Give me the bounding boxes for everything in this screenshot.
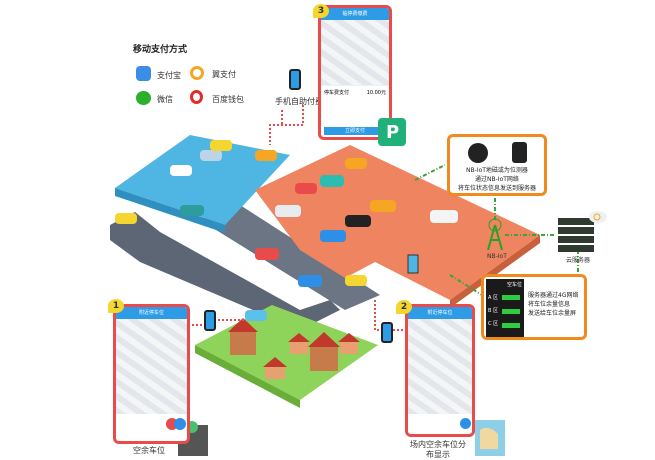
display-screen-icon — [407, 254, 419, 274]
green-dotted-links — [414, 164, 579, 296]
box-text: 服务器通过4G网络 — [528, 292, 579, 299]
phone-vacant-spaces-screen: 附近停车位 — [113, 304, 190, 444]
svg-text:P: P — [386, 122, 399, 143]
self-pay-label: 手机自助付费 — [275, 97, 323, 106]
vacancy-sign: 空车位 A 区 B 区 C 区 — [486, 279, 524, 337]
screen-header: 附近停车位 — [116, 307, 187, 319]
pay-button[interactable]: 立即支付 — [324, 127, 386, 135]
box-text: 将车位余量信息 — [528, 301, 571, 308]
step-badge: 2 — [396, 300, 412, 314]
phone-space-distribution-screen: 附近停车位 — [405, 304, 475, 437]
screen-header: 附近停车位 — [408, 307, 472, 319]
mobile-phone-icon — [204, 310, 216, 331]
mobile-phone-icon — [289, 69, 301, 90]
phone1-caption: 空余车位 — [133, 446, 165, 455]
sensor-detector-icon — [512, 142, 527, 163]
fee-amount: 10.00元 — [366, 90, 386, 96]
box-text: 将车位状态信息发送到服务器 — [457, 185, 536, 192]
geomagnetic-sensor-icon — [468, 143, 488, 163]
box-text: 通过NB-IoT网络 — [475, 176, 519, 183]
bestpay-icon — [190, 66, 204, 80]
cars — [115, 140, 458, 321]
step-badge: 3 — [313, 4, 329, 18]
tower-label: NB-IoT — [487, 253, 507, 260]
box-text: 发送给车位余量屏 — [528, 310, 577, 317]
alipay-icon — [136, 66, 151, 81]
screen-header: 临停费缴费 — [321, 8, 389, 20]
cloud-server-icon — [558, 211, 607, 252]
phone2-caption: 场内空余车位分布显示 — [410, 440, 466, 459]
blue-parking-lot — [115, 135, 290, 225]
parking-app-logo: P — [378, 118, 406, 146]
payment-method-label: 翼支付 — [212, 70, 236, 79]
display-info-box: 空车位 A 区 B 区 C 区 服务器通过4G网络 将车位余量信息 发送给车位余… — [481, 274, 587, 340]
nb-iot-tower-icon — [487, 218, 503, 251]
step-badge: 1 — [108, 299, 124, 313]
phone-payment-screen: 临停费缴费 停车费支付 10.00元 立即支付 — [318, 5, 392, 140]
payment-method-label: 支付宝 — [157, 71, 181, 80]
nbiot-sensor-box: NB-IoT地磁或为位测器 通过NB-IoT网络 将车位状态信息发送到服务器 — [447, 134, 547, 196]
payment-method-label: 百度钱包 — [212, 95, 244, 104]
red-dotted-links — [192, 105, 405, 331]
zone-label: C 区 — [488, 321, 499, 327]
mobile-phone-icon — [381, 322, 393, 343]
payment-title: 移动支付方式 — [133, 45, 188, 55]
sign-title: 空车位 — [506, 282, 522, 288]
baidu-wallet-icon — [190, 90, 203, 104]
houses — [228, 318, 360, 379]
fee-title: 停车费支付 — [324, 90, 350, 96]
road — [110, 212, 340, 330]
zone-label: B 区 — [488, 308, 499, 314]
payment-method-label: 微信 — [157, 95, 173, 104]
zone-label: A 区 — [488, 295, 499, 301]
wechat-icon — [136, 91, 151, 105]
server-label: 云服务器 — [566, 257, 591, 264]
road-ramp — [200, 205, 380, 310]
box-text: NB-IoT地磁或为位测器 — [466, 167, 528, 174]
